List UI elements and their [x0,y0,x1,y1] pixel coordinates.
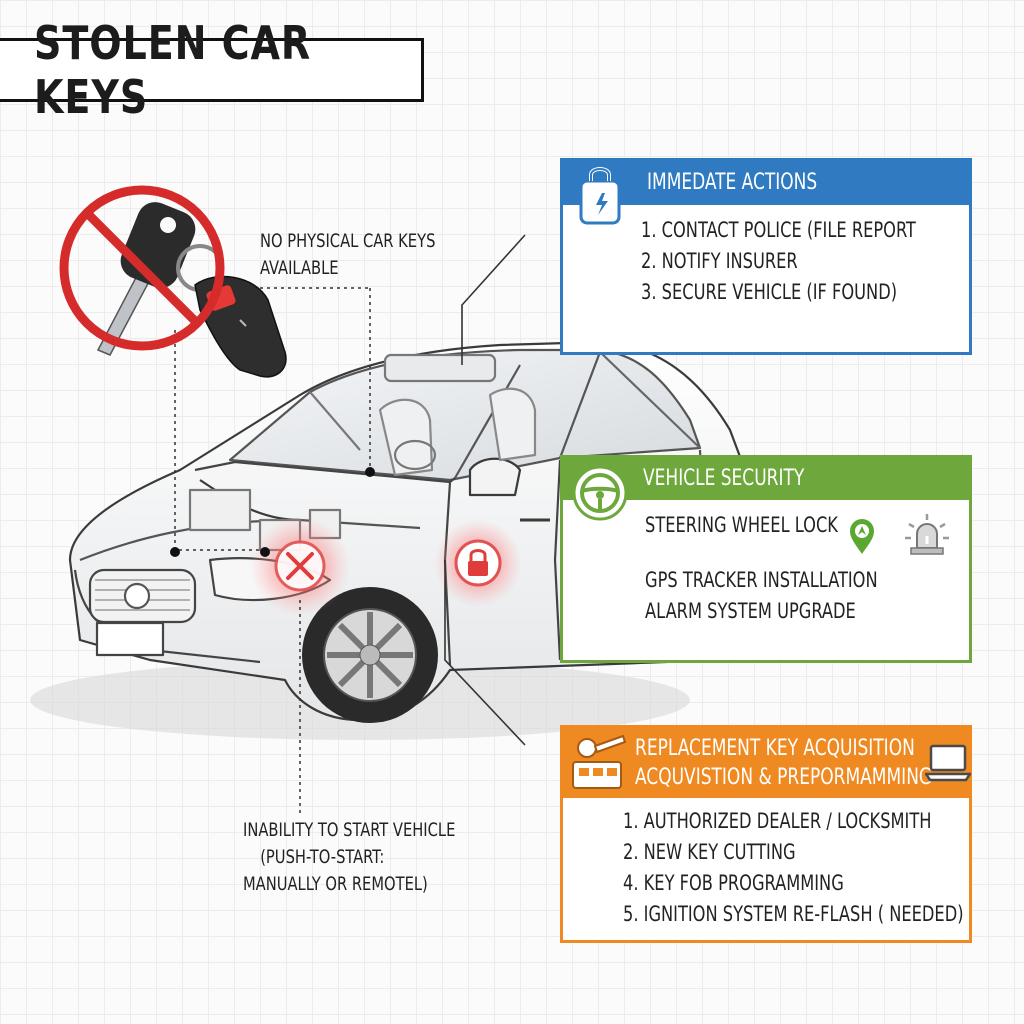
panel-connectors [444,234,526,746]
engine-x-icon [250,516,350,616]
no-car-keys-icon [59,185,287,378]
list-item: GPS TRACKER INSTALLATION [645,568,878,592]
callout-line: NO PHYSICAL CAR KEYS [260,230,436,252]
list-item: 1. CONTACT POLICE (FILE REPORT [641,218,916,242]
title-box: STOLEN CAR KEYS [0,16,424,124]
list-item: ALARM SYSTEM UPGRADE [645,599,856,623]
connector-dot [260,547,270,557]
page-title: STOLEN CAR KEYS [34,16,312,124]
connector-dot [170,547,180,557]
security-list: STEERING WHEEL LOCK GPS TRACKER INSTALLA… [645,510,915,627]
list-item: 4. KEY FOB PROGRAMMING [623,871,844,895]
alarm-beacon-icon [903,512,951,560]
panel-header: VEHICLE SECURITY [563,458,969,500]
connector-dot [365,467,375,477]
panel-title-line: ACQUVISTION & PREPORMAMMING [635,765,933,790]
callout-inability: INABILITY TO START VEHICLE (PUSH-TO-STAR… [243,817,455,898]
panel-title: IMMEDATE ACTIONS [647,170,818,195]
key-cutting-machine-icon [569,732,629,798]
panel-title: VEHICLE SECURITY [643,466,805,491]
list-item: 1. AUTHORIZED DEALER / LOCKSMITH [623,809,932,833]
callout-line: (PUSH-TO-START: [260,846,385,868]
immediate-actions-list: 1. CONTACT POLICE (FILE REPORT 2. NOTIFY… [641,215,961,308]
list-item: STEERING WHEEL LOCK [645,513,838,537]
steering-wheel-icon [571,464,629,526]
panel-title-line: REPLACEMENT KEY ACQUISITION [635,736,915,761]
panel-header: IMMEDATE ACTIONS [563,161,969,205]
list-item: 3. SECURE VEHICLE (IF FOUND) [641,280,898,304]
phone-lock-icon [577,167,627,225]
replacement-list: 1. AUTHORIZED DEALER / LOCKSMITH 2. NEW … [623,806,1019,930]
panel-header: REPLACEMENT KEY ACQUISITION ACQUVISTION … [563,728,969,798]
callout-line: MANUALLY OR REMOTEL) [243,873,428,895]
callout-line: INABILITY TO START VEHICLE [243,819,456,841]
panel-replacement-key: REPLACEMENT KEY ACQUISITION ACQUVISTION … [560,725,973,943]
panel-immediate-actions: IMMEDATE ACTIONS 1. CONTACT POLICE (FILE… [560,158,972,355]
padlock-icon [434,519,522,607]
laptop-icon [923,742,973,788]
front-wheel [302,587,438,723]
list-item: 5. IGNITION SYSTEM RE-FLASH ( NEEDED) [623,902,964,926]
callout-no-keys: NO PHYSICAL CAR KEYS AVAILABLE [260,228,435,282]
gps-pin-icon [847,516,877,560]
panel-vehicle-security: VEHICLE SECURITY STEERING WHEEL LOCK GPS… [560,455,972,663]
callout-line: AVAILABLE [260,257,339,279]
list-item: 2. NOTIFY INSURER [641,249,798,273]
list-item: 2. NEW KEY CUTTING [623,840,796,864]
